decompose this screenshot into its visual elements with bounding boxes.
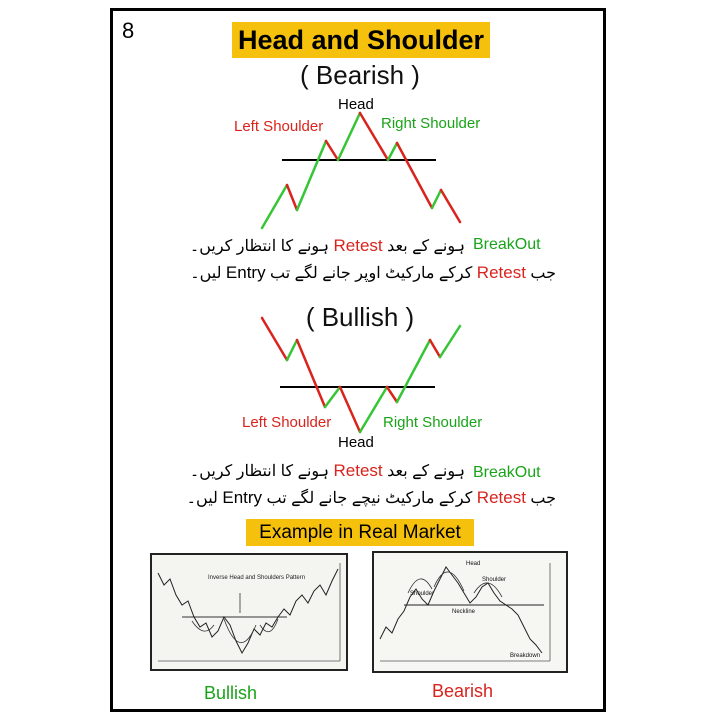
bearish-instruction-line-1: ہونے کے بعد Retest ہونے کا انتظار کریں۔	[189, 236, 465, 255]
bullish-subtitle: ( Bullish )	[305, 302, 415, 332]
bearish-example-caption: Bearish	[432, 681, 494, 701]
bullish-head-label: Head	[338, 434, 374, 451]
bullish-example-chart: Inverse Head and Shoulders Pattern	[152, 555, 346, 669]
bullish-example-caption: Bullish	[204, 683, 258, 703]
page-title: Head and Shoulder	[232, 22, 490, 58]
bearish-photo-label-head: Head	[466, 561, 480, 567]
bearish-example-chart: Head Shoulder Shoulder Neckline Breakdow…	[374, 553, 566, 671]
bullish-photo-label: Inverse Head and Shoulders Pattern	[208, 575, 305, 581]
bearish-pattern-line	[260, 111, 462, 230]
bullish-right-shoulder-label: Right Shoulder	[383, 414, 483, 431]
bearish-subtitle: ( Bearish )	[300, 60, 420, 90]
bullish-instruction-line-1: ہونے کے بعد Retest ہونے کا انتظار کریں۔	[189, 461, 465, 480]
bearish-photo-label-breakdown: Breakdown	[510, 653, 540, 659]
bullish-breakout-label: BreakOut	[473, 464, 541, 481]
example-title: Example in Real Market	[246, 519, 474, 546]
page-number: 8	[122, 18, 135, 43]
bearish-right-shoulder-label: Right Shoulder	[381, 115, 481, 132]
bearish-photo-label-left-shoulder: Shoulder	[410, 591, 434, 597]
bearish-head-label: Head	[338, 96, 374, 113]
bearish-photo-label-right-shoulder: Shoulder	[482, 577, 506, 583]
bullish-left-shoulder-label: Left Shoulder	[242, 414, 332, 431]
bullish-example-photo: Inverse Head and Shoulders Pattern	[150, 553, 348, 671]
bearish-left-shoulder-label: Left Shoulder	[234, 118, 324, 135]
bearish-example-photo: Head Shoulder Shoulder Neckline Breakdow…	[372, 551, 568, 673]
bearish-photo-label-neckline: Neckline	[452, 609, 476, 615]
bullish-instruction-line-2: جب Retest کرکے مارکیٹ نیچے جانے لگے تب E…	[186, 488, 556, 507]
bullish-pattern-line	[260, 316, 462, 434]
bearish-instruction-line-2: جب Retest کرکے مارکیٹ اوپر جانے لگے تب E…	[190, 263, 556, 282]
bearish-breakout-label: BreakOut	[473, 236, 541, 253]
